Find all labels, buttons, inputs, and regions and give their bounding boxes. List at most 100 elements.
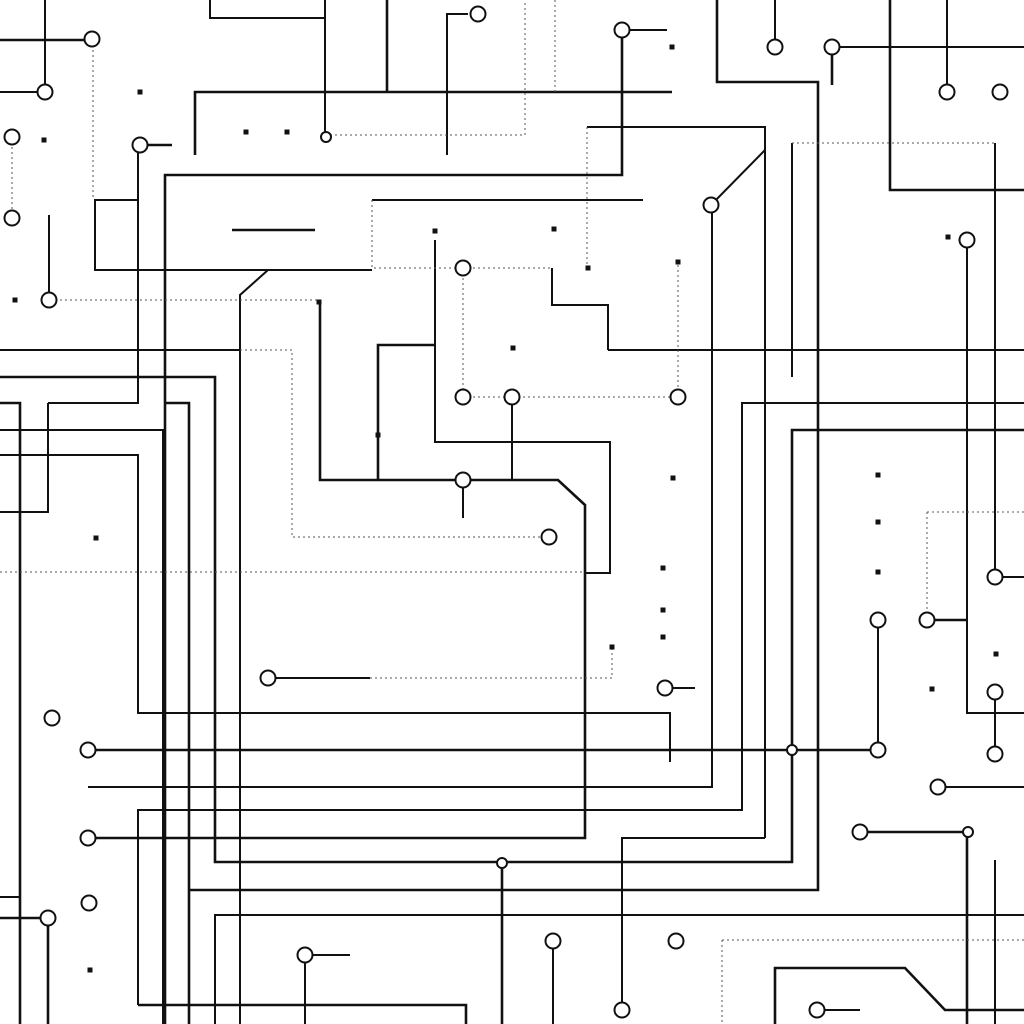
trace-line [966, 240, 1024, 714]
dot-marker [375, 432, 381, 438]
trace-line [209, 0, 325, 19]
pad-circle [454, 259, 472, 277]
dot-marker [660, 565, 666, 571]
trace-line [0, 403, 49, 513]
pad-circle [669, 388, 687, 406]
dot-marker [41, 137, 47, 143]
dot-marker [945, 234, 951, 240]
trace-line [446, 13, 468, 155]
dot-marker [243, 129, 249, 135]
pad-circle [823, 38, 841, 56]
dotted-trace [325, 0, 526, 136]
via-circle [786, 744, 798, 756]
pad-circle [131, 136, 149, 154]
pad-circle [79, 741, 97, 759]
trace-line [888, 0, 1024, 192]
trace-line [0, 401, 22, 1024]
pad-circle [869, 741, 887, 759]
pad-circle [80, 894, 98, 912]
dot-marker [929, 686, 935, 692]
pad-circle [667, 932, 685, 950]
pad-circle [36, 83, 54, 101]
pad-circle [259, 669, 277, 687]
pad-circle [702, 196, 720, 214]
trace-line [138, 1003, 468, 1024]
trace-line [0, 454, 671, 762]
dot-marker [87, 967, 93, 973]
dot-marker [93, 535, 99, 541]
dot-marker [875, 519, 881, 525]
via-circle [962, 826, 974, 838]
trace-line [710, 149, 766, 206]
dot-marker [12, 297, 18, 303]
trace-line [94, 199, 372, 271]
trace-line [189, 0, 820, 892]
pad-circle [766, 38, 784, 56]
pad-circle [808, 1001, 826, 1019]
trace-line [48, 145, 139, 404]
dot-marker [675, 259, 681, 265]
pad-circle [613, 21, 631, 39]
pad-circle [83, 30, 101, 48]
trace-line [773, 966, 1024, 1024]
trace-line [88, 205, 713, 788]
pad-circle [958, 231, 976, 249]
pad-circle [544, 932, 562, 950]
pad-circle [503, 388, 521, 406]
dot-marker [993, 651, 999, 657]
dot-marker [875, 569, 881, 575]
dot-marker [137, 89, 143, 95]
pad-circle [454, 388, 472, 406]
pad-circle [986, 683, 1004, 701]
dotted-trace [240, 349, 549, 538]
trace-line [621, 837, 765, 1010]
pad-circle [918, 611, 936, 629]
dot-marker [670, 475, 676, 481]
pad-circle [3, 209, 21, 227]
trace-line [0, 429, 164, 1024]
via-circle [320, 131, 332, 143]
via-circle [496, 857, 508, 869]
pad-circle [454, 471, 472, 489]
trace-line [239, 269, 269, 1024]
dot-marker [609, 644, 615, 650]
dot-marker [669, 44, 675, 50]
pad-circle [986, 745, 1004, 763]
trace-line [163, 30, 624, 1024]
pad-circle [469, 5, 487, 23]
dots [12, 44, 999, 973]
dot-marker [284, 129, 290, 135]
trace-line [434, 240, 611, 574]
dot-marker [510, 345, 516, 351]
pad-circle [79, 829, 97, 847]
trace-line [214, 914, 1024, 1024]
dot-marker [432, 228, 438, 234]
trace-line [551, 268, 609, 350]
pad-circle [851, 823, 869, 841]
pad-circle [869, 611, 887, 629]
trace-line [165, 401, 191, 1024]
pad-circle [40, 291, 58, 309]
dot-marker [316, 299, 322, 305]
pad-circle [938, 83, 956, 101]
pads [3, 5, 1009, 1019]
pad-circle [540, 528, 558, 546]
pad-circle [991, 83, 1009, 101]
dotted-trace [370, 645, 613, 679]
trace-line [88, 300, 587, 840]
pad-circle [929, 778, 947, 796]
trace-line [137, 402, 1024, 1005]
dot-marker [660, 607, 666, 613]
pad-circle [3, 128, 21, 146]
dot-marker [660, 634, 666, 640]
dot-marker [875, 472, 881, 478]
pad-circle [656, 679, 674, 697]
pad-circle [613, 1001, 631, 1019]
trace-line [193, 90, 672, 155]
pad-circle [43, 709, 61, 727]
dot-marker [551, 226, 557, 232]
pad-circle [986, 568, 1004, 586]
